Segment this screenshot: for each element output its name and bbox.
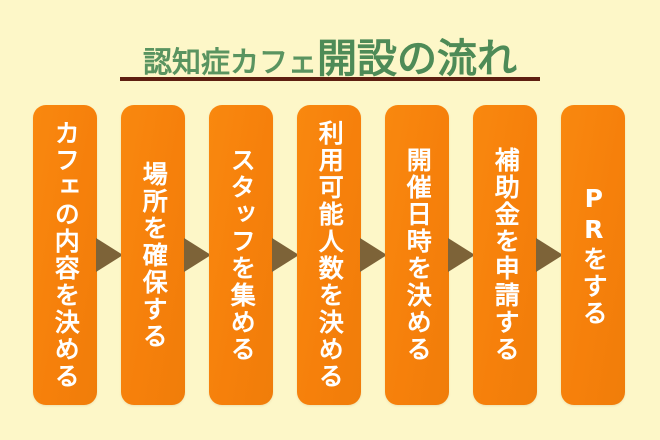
flow-step-4: 利用可能人数を決める — [297, 105, 361, 405]
flow-step-4-label: 利用可能人数を決める — [315, 120, 345, 390]
flow-arrow-4-icon — [360, 238, 387, 272]
page-title-emphasis: 開設の流れ — [317, 36, 517, 82]
flow-step-5-label: 開催日時を決める — [403, 147, 433, 363]
flow-step-3-label: スタッフを集める — [227, 147, 257, 363]
flow-arrow-3-icon — [272, 238, 299, 272]
flow-arrow-6-icon — [536, 238, 563, 272]
flow-step-1: カフェの内容を決める — [33, 105, 97, 405]
flow-step-6-label: 補助金を申請する — [491, 147, 521, 363]
flow-arrow-2-icon — [184, 238, 211, 272]
flow-step-7: PRをする — [561, 105, 625, 405]
page-title-prefix: 認知症カフェ — [142, 45, 317, 79]
flow-step-7-label: PRをする — [579, 183, 609, 327]
flow-step-2-label: 場所を確保する — [139, 160, 169, 350]
page-title: 認知症カフェ開設の流れ — [0, 26, 660, 84]
flow-step-5: 開催日時を決める — [385, 105, 449, 405]
flow-step-1-label: カフェの内容を決める — [51, 120, 81, 390]
title-underline — [120, 77, 540, 81]
flow-step-6: 補助金を申請する — [473, 105, 537, 405]
flow-step-2: 場所を確保する — [121, 105, 185, 405]
flowchart: カフェの内容を決める 場所を確保する スタッフを集める 利用可能人数を決める 開… — [0, 105, 660, 405]
flow-step-3: スタッフを集める — [209, 105, 273, 405]
flow-arrow-1-icon — [96, 238, 123, 272]
flow-arrow-5-icon — [448, 238, 475, 272]
